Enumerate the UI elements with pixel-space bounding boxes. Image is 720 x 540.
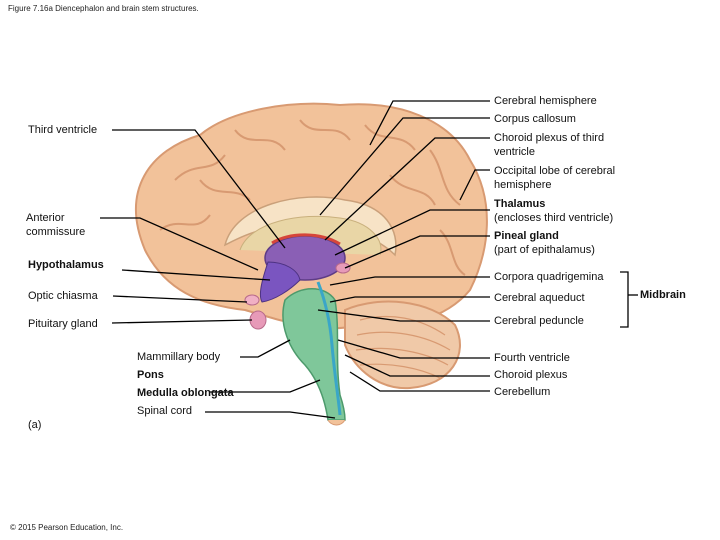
label-medulla-oblongata: Medulla oblongata xyxy=(137,387,234,399)
label-corpora-quadrigemina: Corpora quadrigemina xyxy=(494,271,604,283)
label-cerebral-peduncle: Cerebral peduncle xyxy=(494,315,584,327)
figure-title: Figure 7.16a Diencephalon and brain stem… xyxy=(8,4,199,13)
label-cerebral-aqueduct: Cerebral aqueduct xyxy=(494,292,585,304)
label-thalamus: Thalamus xyxy=(494,198,546,210)
label-pineal-gland: Pineal gland xyxy=(494,230,559,242)
choroid-plexus-third xyxy=(271,233,341,246)
label-anterior-commissure: Anterior commissure xyxy=(26,212,86,238)
midbrain-bracket xyxy=(620,271,629,328)
cerebellum xyxy=(344,300,461,390)
label-optic-chiasma: Optic chiasma xyxy=(28,290,98,302)
panel-label: (a) xyxy=(28,419,42,431)
brainstem xyxy=(282,288,346,421)
label-pons: Pons xyxy=(137,369,164,381)
label-spinal-cord: Spinal cord xyxy=(137,405,193,417)
pituitary xyxy=(249,310,267,330)
label-third-ventricle: Third ventricle xyxy=(28,124,98,136)
label-hypothalamus: Hypothalamus xyxy=(28,259,104,271)
gyri xyxy=(159,119,466,276)
label-choroid-plexus-third: Choroid plexus of third ventricle xyxy=(494,132,605,158)
optic-chiasma xyxy=(244,294,260,306)
label-fourth-ventricle: Fourth ventricle xyxy=(494,352,570,364)
label-mammillary-body: Mammillary body xyxy=(137,351,221,363)
label-occipital-lobe: Occipital lobe of cerebral hemisphere xyxy=(494,165,616,191)
pineal xyxy=(335,262,351,274)
label-choroid-plexus: Choroid plexus xyxy=(494,369,568,381)
cerebral-aqueduct xyxy=(316,281,342,416)
label-pineal-note: (part of epithalamus) xyxy=(494,244,595,256)
label-pituitary-gland: Pituitary gland xyxy=(28,318,98,330)
label-cerebellum: Cerebellum xyxy=(494,386,551,398)
copyright: © 2015 Pearson Education, Inc. xyxy=(10,523,124,532)
label-thalamus-note: (encloses third ventricle) xyxy=(494,212,614,224)
hypothalamus xyxy=(259,261,301,303)
label-cerebral-hemisphere: Cerebral hemisphere xyxy=(494,95,597,107)
label-midbrain: Midbrain xyxy=(640,289,686,301)
label-corpus-callosum: Corpus callosum xyxy=(494,113,576,125)
